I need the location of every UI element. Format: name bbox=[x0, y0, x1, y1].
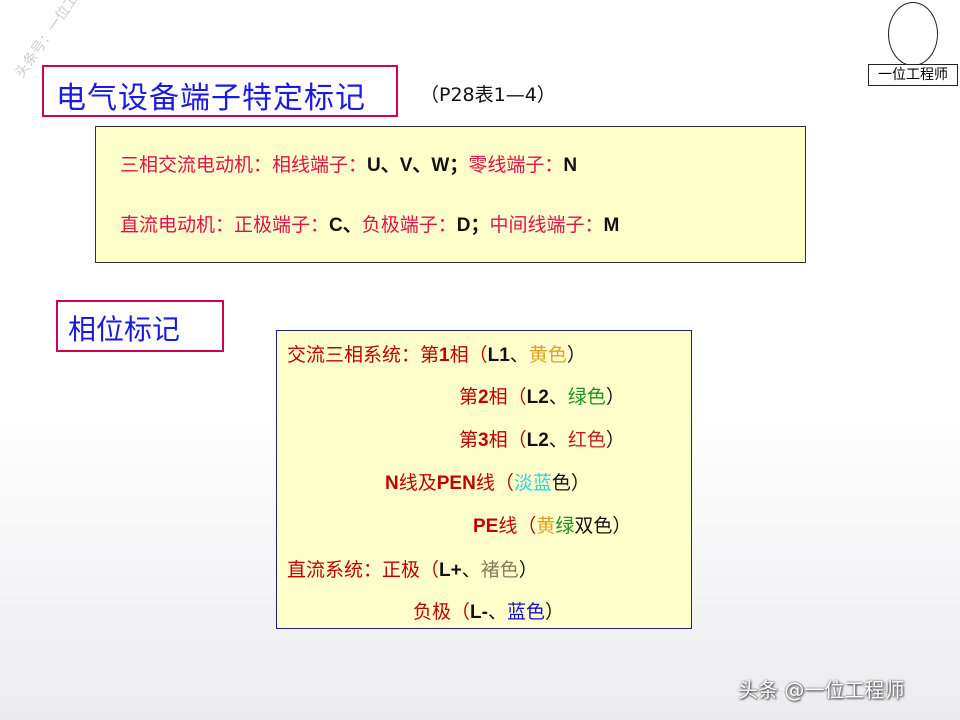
terminals-line: 三相交流电动机：相线端子：U、V、W；零线端子：N bbox=[120, 150, 577, 177]
text-segment: N bbox=[563, 155, 578, 176]
text-segment: 负极端子： bbox=[361, 214, 457, 236]
text-segment: 线及 bbox=[398, 472, 437, 494]
text-segment: 相（ bbox=[449, 344, 488, 366]
text-segment: 绿色 bbox=[567, 386, 606, 408]
text-segment: 红色 bbox=[567, 429, 606, 451]
terminals-line: 直流电动机：正极端子：C、负极端子：D；中间线端子：M bbox=[120, 210, 619, 237]
text-segment: ） bbox=[518, 559, 538, 581]
phases-line: N线及PEN线（淡蓝色） bbox=[385, 468, 590, 495]
text-segment: 蓝色 bbox=[506, 601, 545, 623]
text-segment: 绿 bbox=[555, 515, 575, 537]
text-segment: 第 bbox=[459, 386, 479, 408]
text-segment: L2 bbox=[526, 387, 549, 408]
text-segment: 1 bbox=[439, 345, 450, 366]
text-segment: 黄 bbox=[536, 515, 556, 537]
text-segment: ） bbox=[544, 601, 564, 623]
text-segment: 色） bbox=[551, 472, 590, 494]
text-segment: 交流三相系统：第 bbox=[287, 344, 440, 366]
phase-title: 相位标记 bbox=[68, 313, 181, 346]
phases-line: 第2相（L2、绿色） bbox=[459, 382, 625, 409]
text-segment: M bbox=[603, 215, 620, 236]
text-segment: 第 bbox=[459, 429, 479, 451]
text-segment: 零线端子： bbox=[468, 154, 564, 176]
text-segment: 、 bbox=[487, 601, 507, 623]
page-title: 电气设备端子特定标记 bbox=[56, 81, 366, 116]
text-segment: PE bbox=[473, 516, 499, 537]
text-segment: 、 bbox=[461, 559, 481, 581]
text-segment: L2 bbox=[526, 430, 549, 451]
text-segment: L1 bbox=[487, 345, 510, 366]
phase-title-box: 相位标记 bbox=[56, 300, 224, 352]
text-segment: 双色） bbox=[574, 515, 632, 537]
text-segment: 、 bbox=[548, 429, 568, 451]
phase-marks-box: 交流三相系统：第1相（L1、黄色）第2相（L2、绿色）第3相（L2、红色）N线及… bbox=[276, 330, 692, 629]
text-segment: N bbox=[385, 473, 399, 494]
phases-line: 直流系统：正极（L+、褚色） bbox=[287, 555, 538, 582]
footer-watermark: 头条 @一位工程师 bbox=[738, 678, 905, 702]
text-segment: D； bbox=[456, 215, 490, 236]
text-segment: 三相交流电动机：相线端子： bbox=[120, 154, 368, 176]
text-segment: ） bbox=[566, 344, 586, 366]
text-segment: 、 bbox=[509, 344, 529, 366]
text-segment: 3 bbox=[478, 430, 489, 451]
terminal-marks-box: 三相交流电动机：相线端子：U、V、W；零线端子：N 直流电动机：正极端子：C、负极… bbox=[95, 126, 806, 263]
text-segment: 直流电动机：正极端子： bbox=[120, 214, 330, 236]
logo-emblem-icon bbox=[888, 2, 938, 66]
text-segment: ） bbox=[605, 386, 625, 408]
text-segment: ） bbox=[605, 429, 625, 451]
phases-line: 负极（L-、蓝色） bbox=[413, 597, 564, 624]
title-box: 电气设备端子特定标记 bbox=[42, 65, 398, 117]
logo: 一位工程师 bbox=[868, 0, 958, 88]
text-segment: 淡蓝 bbox=[513, 472, 552, 494]
text-segment: L- bbox=[470, 602, 488, 623]
phases-line: 交流三相系统：第1相（L1、黄色） bbox=[287, 340, 586, 367]
text-segment: 黄色 bbox=[528, 344, 567, 366]
text-segment: 线（ bbox=[498, 515, 537, 537]
text-segment: 、 bbox=[548, 386, 568, 408]
text-segment: C、 bbox=[329, 215, 362, 236]
text-segment: 相（ bbox=[488, 386, 527, 408]
phases-line: PE线（黄绿双色） bbox=[473, 511, 631, 538]
text-segment: 中间线端子： bbox=[489, 214, 604, 236]
text-segment: 负极（ bbox=[413, 601, 471, 623]
text-segment: 线（ bbox=[475, 472, 514, 494]
text-segment: 2 bbox=[478, 387, 489, 408]
reference-note: （P28表1—4） bbox=[420, 84, 556, 106]
text-segment: 褚色 bbox=[480, 559, 519, 581]
phases-line: 第3相（L2、红色） bbox=[459, 425, 625, 452]
logo-label: 一位工程师 bbox=[868, 64, 958, 86]
text-segment: 相（ bbox=[488, 429, 527, 451]
text-segment: 直流系统：正极（ bbox=[287, 559, 440, 581]
text-segment: L+ bbox=[439, 560, 462, 581]
text-segment: U、V、W； bbox=[367, 155, 469, 176]
text-segment: PEN bbox=[436, 473, 476, 494]
